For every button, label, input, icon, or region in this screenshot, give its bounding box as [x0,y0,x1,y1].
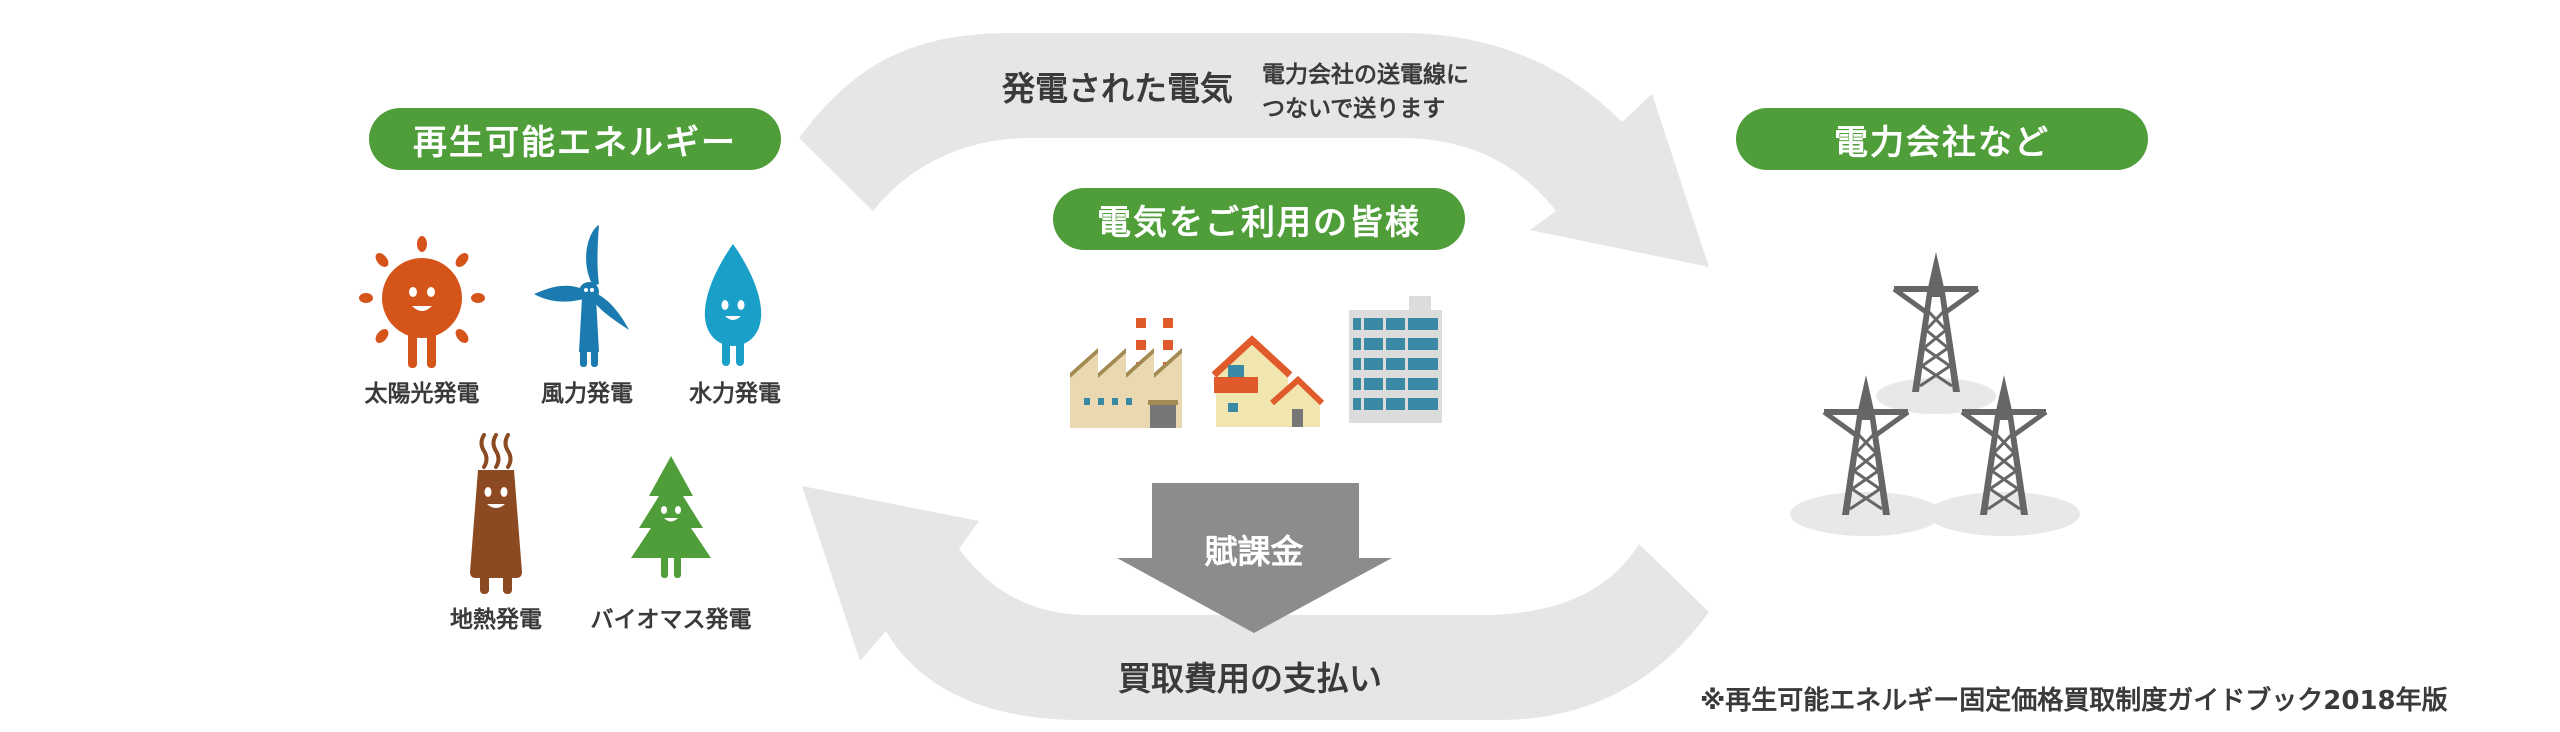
flow-top-note-line2: つないで送ります [1262,96,1446,122]
flow-top-label: 発電された電気 [1002,69,1233,108]
flow-top-note: 電力会社の送電線に つないで送ります [1262,58,1469,126]
source-label-biomass: バイオマス発電 [590,607,752,633]
flow-bottom-label: 買取費用の支払い [1118,659,1382,698]
office-building-icon [1349,296,1442,423]
water-drop-character-icon [704,244,762,366]
levy-label: 賦課金 [1204,532,1304,571]
source-label-hydro: 水力発電 [689,381,781,407]
cycle-arrow-bottom [802,486,1709,720]
geothermal-character-icon [470,433,522,594]
source-label-geothermal: 地熱発電 [450,607,542,633]
sun-character-icon [359,236,485,368]
house-icon [1211,335,1325,427]
tree-character-icon [631,456,711,578]
factory-icon [1070,318,1182,428]
source-label-wind: 風力発電 [541,381,633,407]
wind-turbine-character-icon [534,225,629,367]
source-label-solar: 太陽光発電 [364,381,480,407]
consumers-title: 電気をご利用の皆様 [1053,188,1465,250]
flow-top-note-line1: 電力会社の送電線に [1262,62,1469,88]
levy-arrow [1117,483,1392,633]
renewable-energy-title: 再生可能エネルギー [369,108,781,170]
footnote: ※再生可能エネルギー固定価格買取制度ガイドブック2018年版 [1700,686,2448,716]
cycle-arrow-top [799,33,1709,267]
transmission-tower-icon [1790,252,2080,536]
utility-title: 電力会社など [1736,108,2148,170]
